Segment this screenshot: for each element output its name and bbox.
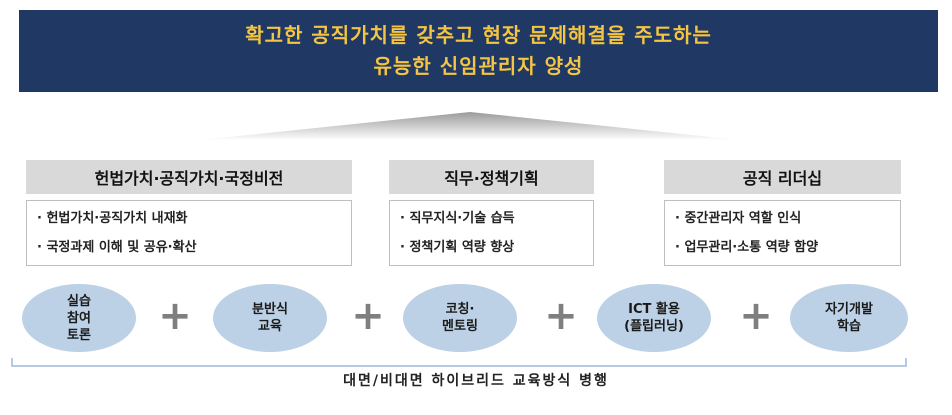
pillar-header-policy: 직무·정책기획 xyxy=(389,160,594,194)
pillar-box-policy: · 직무지식·기술 습득 · 정책기획 역량 향상 xyxy=(389,200,594,266)
fan-connector-shape xyxy=(200,112,740,140)
goal-banner: 확고한 공직가치를 갖추고 현장 문제해결을 주도하는 유능한 신임관리자 양성 xyxy=(19,10,938,92)
pillar-values-item-2: · 국정과제 이해 및 공유·확산 xyxy=(37,240,197,255)
plus-icon: + xyxy=(158,293,192,339)
pillar-policy-item-1: · 직무지식·기술 습득 xyxy=(400,211,515,226)
method-circle-practice: 실습 참여 토론 xyxy=(22,284,136,352)
plus-icon: + xyxy=(739,293,773,339)
plus-icon: + xyxy=(544,293,578,339)
bracket-line xyxy=(11,358,907,367)
pillar-values-item-1: · 헌법가치·공직가치 내재화 xyxy=(37,211,188,226)
method-circle-self-study: 자기개발 학습 xyxy=(790,284,908,352)
method-class-line-1: 분반식 xyxy=(252,302,288,317)
method-class-line-2: 교육 xyxy=(258,319,282,334)
method-circle-ict: ICT 활용 (플립러닝) xyxy=(597,284,711,352)
pillar-policy-item-2: · 정책기획 역량 향상 xyxy=(400,240,515,255)
method-practice-line-1: 실습 xyxy=(67,293,91,309)
pillar-leadership-item-2: · 업무관리·소통 역량 함양 xyxy=(675,240,819,255)
pillar-leadership-item-1: · 중간관리자 역할 인식 xyxy=(675,211,802,226)
method-self-study-line-1: 자기개발 xyxy=(825,302,873,317)
method-ict-line-1: ICT 활용 xyxy=(628,302,680,317)
pillar-box-leadership: · 중간관리자 역할 인식 · 업무관리·소통 역량 함양 xyxy=(664,200,901,266)
goal-line-2: 유능한 신임관리자 양성 xyxy=(373,54,584,78)
method-practice-line-3: 토론 xyxy=(67,327,91,343)
pillar-box-values: · 헌법가치·공직가치 내재화 · 국정과제 이해 및 공유·확산 xyxy=(26,200,352,266)
method-circle-coaching: 코칭· 멘토링 xyxy=(403,284,517,352)
pillar-header-values: 헌법가치·공직가치·국정비전 xyxy=(26,160,352,194)
method-coaching-line-2: 멘토링 xyxy=(442,319,478,334)
method-circle-class: 분반식 교육 xyxy=(213,284,327,352)
pillar-header-leadership: 공직 리더십 xyxy=(664,160,901,194)
method-self-study-line-2: 학습 xyxy=(837,319,861,334)
plus-icon: + xyxy=(351,293,385,339)
method-ict-line-2: (플립러닝) xyxy=(624,319,684,334)
footer-caption: 대면/비대면 하이브리드 교육방식 병행 xyxy=(343,373,609,389)
method-practice-line-2: 참여 xyxy=(67,310,91,326)
method-coaching-line-1: 코칭· xyxy=(445,302,475,317)
goal-line-1: 확고한 공직가치를 갖추고 현장 문제해결을 주도하는 xyxy=(245,23,712,47)
